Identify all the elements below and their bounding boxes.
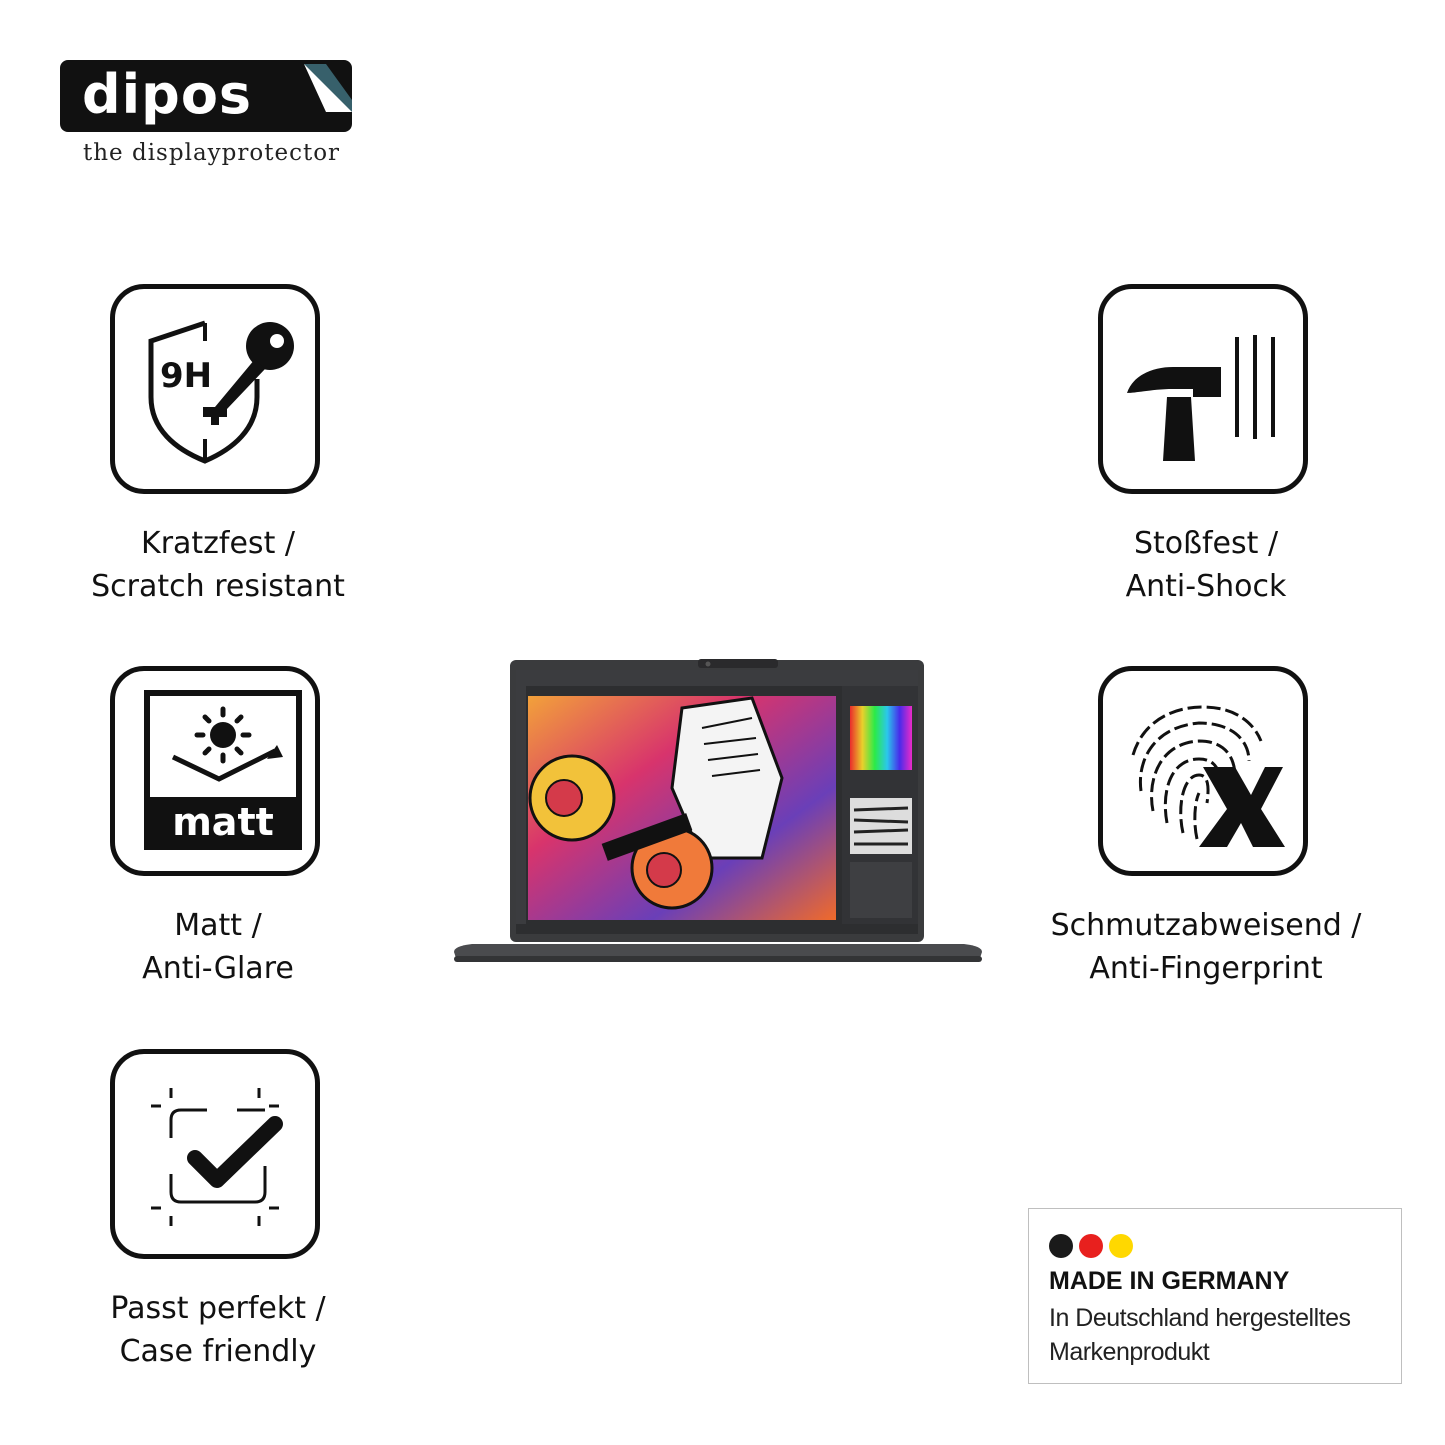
feature-fit-line1: Passt perfekt /: [110, 1291, 326, 1326]
matt-icon-text: matt: [172, 800, 274, 844]
matt-sun-icon: matt: [144, 690, 302, 850]
feature-fit-tile: [110, 1049, 320, 1259]
feature-scratch-tile: 9H: [110, 284, 320, 494]
flag-dot-black-icon: [1049, 1234, 1073, 1258]
feature-scratch-label: Kratzfest / Scratch resistant: [8, 522, 428, 608]
flag-dot-red-icon: [1079, 1234, 1103, 1258]
brand-tagline: the displayprotector: [83, 140, 341, 166]
feature-shock-line2: Anti-Shock: [1125, 569, 1287, 604]
feature-matt-line2: Anti-Glare: [142, 951, 294, 986]
logo-background: [60, 60, 352, 132]
feature-fit-label: Passt perfekt / Case friendly: [8, 1287, 428, 1373]
badge-subtitle: In Deutschland hergestelltes Markenprodu…: [1049, 1301, 1351, 1369]
flag-dot-gold-icon: [1109, 1234, 1133, 1258]
feature-fingerprint-label: Schmutzabweisend / Anti-Fingerprint: [996, 904, 1416, 990]
feature-matt-label: Matt / Anti-Glare: [8, 904, 428, 990]
hammer-icon: [1127, 335, 1275, 461]
feature-fingerprint-line2: Anti-Fingerprint: [1089, 951, 1323, 986]
brand-logo: dipos: [60, 60, 354, 135]
feature-scratch-line2: Scratch resistant: [91, 569, 345, 604]
logo-peel-corner-icon: [304, 64, 352, 118]
badge-line1: In Deutschland hergestelltes: [1049, 1304, 1351, 1332]
feature-matt-tile: matt: [110, 666, 320, 876]
shield-9h-key-icon: 9H: [148, 320, 294, 464]
feature-fit-line2: Case friendly: [119, 1334, 317, 1369]
shield-badge-text: 9H: [160, 356, 212, 396]
badge-title: MADE IN GERMANY: [1049, 1267, 1290, 1295]
feature-shock-line1: Stoßfest /: [1133, 526, 1279, 561]
feature-matt-line1: Matt /: [174, 908, 262, 943]
made-in-germany-badge: MADE IN GERMANY In Deutschland hergestel…: [1028, 1208, 1402, 1384]
laptop-image: [454, 659, 982, 962]
badge-line2: Markenprodukt: [1049, 1338, 1210, 1366]
feature-scratch-line1: Kratzfest /: [141, 526, 295, 561]
feature-shock-tile: [1098, 284, 1308, 494]
checkmark-frame-icon: [151, 1088, 283, 1226]
feature-shock-label: Stoßfest / Anti-Shock: [996, 522, 1416, 608]
fingerprint-x-icon: [1131, 705, 1285, 847]
logo-wordmark: dipos: [82, 63, 253, 126]
feature-fingerprint-line1: Schmutzabweisend /: [1050, 908, 1362, 943]
feature-fingerprint-tile: [1098, 666, 1308, 876]
